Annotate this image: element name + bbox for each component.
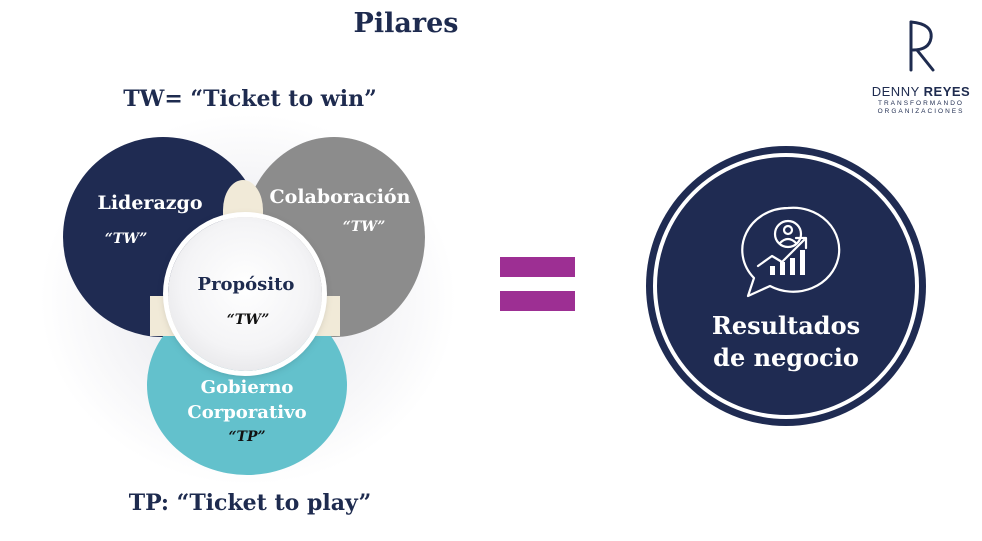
equals-sign-top-bar: [500, 257, 575, 277]
tp-definition: TP: “Ticket to play”: [128, 490, 372, 516]
proposito-tag: “TW”: [226, 312, 270, 328]
results-label: Resultados de negocio: [680, 310, 892, 374]
colaboracion-label: Colaboración: [269, 186, 411, 208]
liderazgo-label: Liderazgo: [97, 192, 203, 214]
logo-tagline-line2: ORGANIZACIONES: [877, 108, 965, 115]
equals-sign-bottom-bar: [500, 291, 575, 311]
liderazgo-tag: “TW”: [104, 231, 148, 247]
logo-name-first: DENNY: [871, 84, 920, 99]
gobierno-label-line2: Corporativo: [187, 402, 307, 423]
logo-tagline-line1: TRANSFORMANDO: [878, 100, 964, 107]
denny-reyes-logo-icon: [909, 20, 935, 72]
page-title: Pilares: [353, 8, 459, 39]
gobierno-label-line1: Gobierno: [200, 377, 294, 398]
logo-name: DENNY REYES: [862, 84, 980, 99]
proposito-label: Propósito: [197, 274, 295, 295]
results-circle-ring: [653, 153, 919, 419]
results-label-line1: Resultados: [711, 311, 861, 340]
results-label-line2: de negocio: [713, 343, 859, 372]
gobierno-label: Gobierno Corporativo: [170, 375, 324, 425]
proposito-circle: [168, 217, 322, 371]
colaboracion-tag: “TW”: [342, 219, 386, 235]
gobierno-tag: “TP”: [228, 429, 266, 445]
growth-chart-icon: [741, 206, 841, 298]
logo-name-last: REYES: [923, 84, 971, 99]
tw-definition: TW= “Ticket to win”: [123, 86, 377, 112]
logo-tagline: TRANSFORMANDO ORGANIZACIONES: [862, 100, 980, 116]
